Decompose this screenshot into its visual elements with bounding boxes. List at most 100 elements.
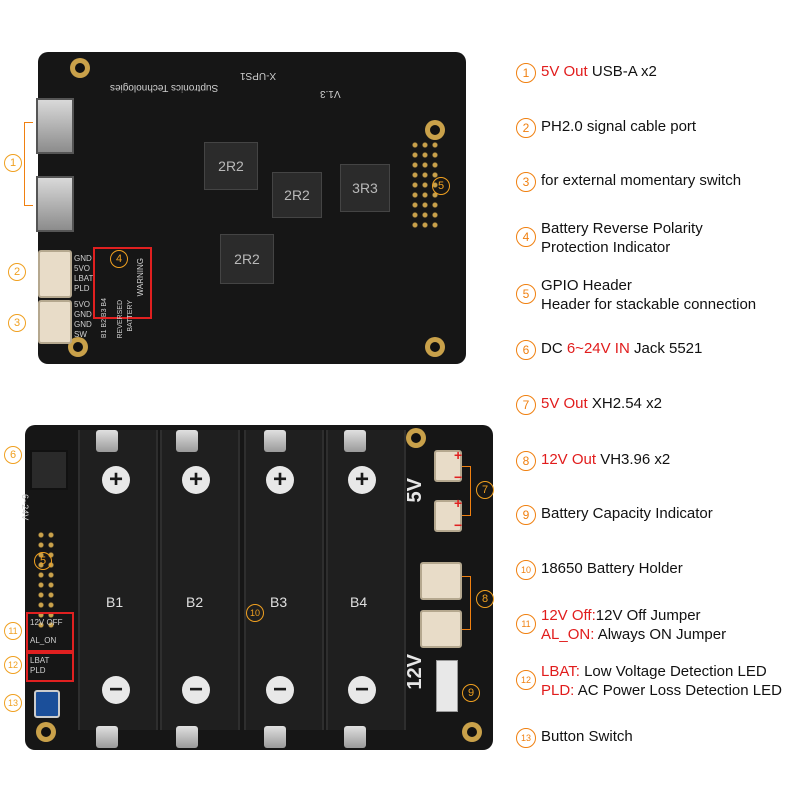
legend-highlight-2: PLD: (541, 682, 575, 699)
legend-text: VH3.96 x2 (596, 451, 671, 468)
legend-item-10: 10 18650 Battery Holder (516, 559, 683, 580)
legend-number: 11 (516, 614, 536, 634)
legend-highlight: 5V Out (541, 395, 588, 412)
mounting-hole (425, 120, 445, 140)
legend-text: for external momentary switch (541, 172, 742, 189)
xh254-5v-connector (434, 500, 462, 532)
callout-4: 4 (110, 250, 128, 268)
legend-text: Low Voltage Detection LED (579, 663, 767, 680)
xh254-5v-connector (434, 450, 462, 482)
connector-silk-label: GND 5VO LBAT PLD (74, 254, 94, 293)
legend-number: 12 (516, 670, 536, 690)
legend-item-6: 6 DC 6~24V IN Jack 5521 (516, 339, 702, 360)
battery-capacity-leds (436, 660, 458, 712)
callout-bracket (462, 576, 471, 630)
minus-terminal-icon: − (348, 676, 376, 704)
legend-number: 7 (516, 395, 536, 415)
callout-10: 10 (246, 604, 264, 622)
legend-number: 2 (516, 118, 536, 138)
legend-highlight: 6~24V IN (566, 340, 630, 357)
legend-item-3: 3 for external momentary switch (516, 171, 741, 192)
battery-contact-clip (176, 726, 198, 748)
callout-5: 5 (432, 177, 450, 195)
mounting-hole (425, 337, 445, 357)
mounting-hole (68, 337, 88, 357)
legend-number: 13 (516, 728, 536, 748)
mounting-hole (70, 58, 90, 78)
legend-number: 4 (516, 227, 536, 247)
legend-prefix: DC (541, 340, 567, 357)
jumper-box (26, 612, 74, 652)
lbat-silk: LBAT (30, 656, 50, 665)
battery-contact-clip (344, 726, 366, 748)
switch-connector (38, 300, 72, 344)
callout-bracket (24, 122, 33, 206)
mounting-hole (462, 722, 482, 742)
legend-item-13: 13 Button Switch (516, 727, 633, 748)
legend-text-2: Protection Indicator (541, 239, 671, 256)
dc-jack (30, 450, 68, 490)
callout-13: 13 (4, 694, 22, 712)
callout-6: 6 (4, 446, 22, 464)
minus-terminal-icon: − (102, 676, 130, 704)
legend-number: 10 (516, 560, 536, 580)
button-switch (34, 690, 60, 718)
reverse-polarity-indicator-box (93, 247, 152, 319)
battery-contact-clip (264, 430, 286, 452)
callout-bracket (462, 466, 471, 516)
callout-5: 5 (34, 552, 52, 570)
battery-silk: BATTERY (127, 300, 134, 332)
12v-off-silk: 12V OFF (30, 618, 63, 627)
legend-text: 18650 Battery Holder (541, 560, 683, 577)
cell-label: B1 (106, 594, 124, 610)
company-silk: Suptronics Technologies (110, 82, 219, 93)
callout-2: 2 (8, 263, 26, 281)
polarity-minus: − (454, 469, 463, 485)
legend-number: 5 (516, 284, 536, 304)
model-silk: X-UPS1 (240, 70, 277, 81)
legend-text-2: Always ON Jumper (594, 626, 727, 643)
battery-contact-clip (344, 430, 366, 452)
plus-terminal-icon: + (182, 466, 210, 494)
legend-highlight: 12V Out (541, 451, 597, 468)
legend-highlight: LBAT: (541, 663, 580, 680)
legend-text: XH2.54 x2 (587, 395, 662, 412)
mounting-hole (36, 722, 56, 742)
callout-7: 7 (476, 481, 494, 499)
callout-11: 11 (4, 622, 22, 640)
legend-text: PH2.0 signal cable port (541, 118, 697, 135)
polarity-plus: + (454, 447, 463, 463)
callout-3: 3 (8, 314, 26, 332)
legend-text: 12V Off Jumper (595, 607, 701, 624)
5v-silk: 5V (404, 478, 426, 503)
battery-contact-clip (264, 726, 286, 748)
led-box (26, 652, 74, 682)
legend-item-9: 9 Battery Capacity Indicator (516, 504, 713, 525)
mounting-hole (406, 428, 426, 448)
legend-number: 9 (516, 505, 536, 525)
vh396-12v-connector (420, 562, 462, 600)
callout-12: 12 (4, 656, 22, 674)
legend-text-2: AC Power Loss Detection LED (574, 682, 782, 699)
top-board-photo (38, 52, 466, 364)
legend-item-7: 7 5V Out XH2.54 x2 (516, 394, 662, 415)
callout-9: 9 (462, 684, 480, 702)
legend-number: 3 (516, 172, 536, 192)
plus-terminal-icon: + (102, 466, 130, 494)
legend-highlight: 5V Out (541, 63, 588, 80)
battery-contact-clip (96, 726, 118, 748)
legend-item-12: 12 LBAT: Low Voltage Detection LED PLD: … (516, 662, 782, 700)
usb-a-port (36, 98, 74, 154)
legend-item-1: 1 5V Out USB-A x2 (516, 62, 657, 83)
usb-a-port (36, 176, 74, 232)
battery-contact-clip (176, 430, 198, 452)
vh396-12v-connector (420, 610, 462, 648)
legend-item-5: 5 GPIO Header Header for stackable conne… (516, 276, 756, 314)
legend-text: Button Switch (541, 728, 633, 745)
cell-label: B3 (270, 594, 288, 610)
voltage-range-silk: 6~24V (20, 494, 30, 521)
legend-number: 1 (516, 63, 536, 83)
inductor: 2R2 (204, 142, 258, 190)
polarity-plus: + (454, 495, 463, 511)
